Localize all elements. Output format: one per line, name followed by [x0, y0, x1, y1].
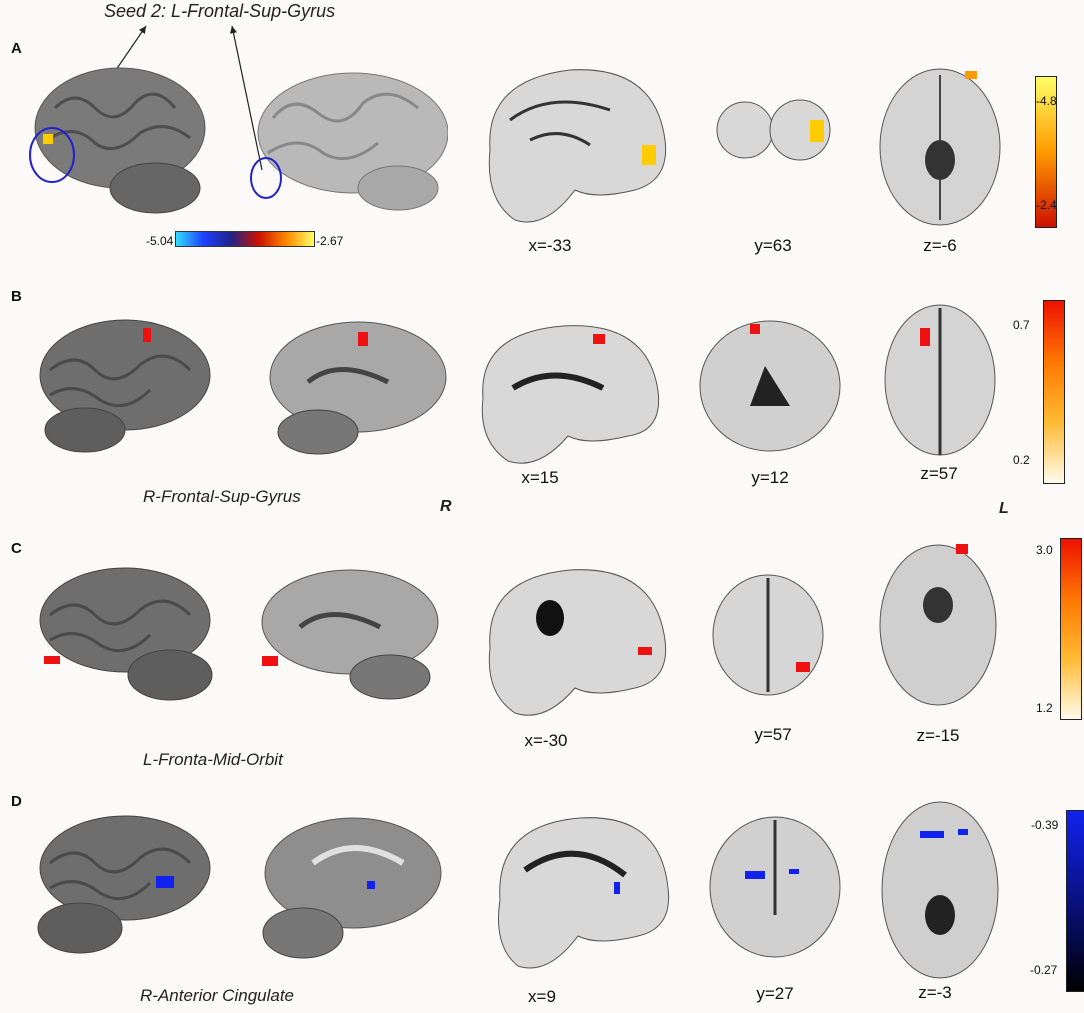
seed-label: Seed 2: L-Frontal-Sup-Gyrus	[104, 1, 336, 21]
panel-c-axial-slice	[879, 544, 997, 706]
panel-c-coord-y: y=57	[754, 725, 792, 744]
panel-d-colorbar-top: -0.39	[1031, 818, 1059, 832]
panel-d-axial-blob	[920, 831, 944, 838]
panel-b-sagittal-slice	[481, 325, 660, 464]
panel-d-colorbar	[1066, 810, 1084, 992]
panel-a-sagittal-blob	[642, 145, 656, 165]
panel-d-coord-y: y=27	[756, 984, 794, 1003]
panel-a-colorbar	[1035, 76, 1057, 228]
panel-c-lateral-blob	[44, 656, 60, 664]
panel-d-coronal-blob	[745, 871, 765, 879]
panel-a-axial-blob	[965, 71, 977, 79]
seed-color-scale	[175, 231, 315, 247]
panel-a-coord-x: x=-33	[528, 236, 572, 255]
panel-c-coord-x: x=-30	[524, 731, 568, 750]
seed-scale-max: -2.67	[316, 234, 344, 248]
panel-b-coord-y: y=12	[751, 468, 789, 487]
panel-d-lateral-brain	[37, 815, 211, 954]
panel-b-coronal-blob	[750, 324, 760, 334]
panel-b-axial-blob	[920, 328, 930, 346]
panel-b-coord-z: z=57	[920, 464, 958, 483]
panel-a-seed-circle-medial	[250, 157, 282, 199]
side-label-left: L	[999, 500, 1009, 517]
panel-letter-b: B	[11, 288, 22, 305]
panel-b-sagittal-blob	[593, 334, 605, 344]
panel-c-sagittal-slice	[488, 569, 667, 716]
panel-b-lateral-blob	[143, 328, 151, 342]
panel-b-coord-x: x=15	[521, 468, 559, 487]
panel-letter-c: C	[11, 540, 22, 557]
panel-a-axial-slice	[879, 68, 1001, 226]
panel-a-colorbar-top: -4.8	[1036, 94, 1057, 108]
panel-d-sagittal-slice	[497, 817, 670, 969]
panel-c-coord-z: z=-15	[916, 726, 960, 745]
panel-a-coronal-blob	[810, 120, 824, 142]
panel-a-coord-z: z=-6	[923, 236, 957, 255]
panel-d-colorbar-bottom: -0.27	[1030, 963, 1058, 977]
seed-scale-min: -5.04	[146, 234, 174, 248]
panel-a-medial-brain	[250, 72, 448, 211]
panel-c-medial-blob	[262, 656, 278, 666]
panel-a-sagittal-slice	[488, 69, 667, 223]
panel-b-colorbar-top: 0.7	[1013, 318, 1030, 332]
panel-d-coord-x: x=9	[528, 987, 556, 1006]
panel-b-lateral-brain	[39, 319, 211, 453]
panel-b-medial-blob	[358, 332, 368, 346]
panel-c-sagittal-blob	[638, 647, 652, 655]
panel-d-region: R-Anterior Cingulate	[140, 986, 295, 1005]
panel-d-axial-slice	[881, 801, 999, 979]
panel-b-coronal-slice	[699, 320, 841, 452]
side-label-right: R	[440, 498, 452, 515]
panel-c-axial-slice-front	[712, 574, 824, 696]
panel-c-coronal-blob	[796, 662, 810, 672]
panel-d-coord-z: z=-3	[918, 983, 952, 1002]
panel-c-medial-brain	[261, 569, 439, 700]
panel-letter-d: D	[11, 793, 22, 810]
panel-a-seed-blob	[43, 134, 53, 144]
panel-b-colorbar	[1043, 300, 1065, 484]
panel-b-medial-brain	[269, 321, 447, 455]
seed-arrow-right	[229, 25, 263, 171]
panel-a-seed-circle-lateral	[29, 127, 75, 183]
panel-d-coronal-slice	[709, 816, 841, 958]
panel-d-medial-brain	[262, 817, 442, 959]
panel-c-colorbar-top: 3.0	[1036, 543, 1053, 557]
panel-a-coronal-slice	[716, 99, 831, 161]
panel-c-lateral-brain	[39, 567, 213, 701]
panel-c-axial-blob	[956, 544, 968, 554]
panel-c-colorbar	[1060, 538, 1082, 720]
panel-letter-a: A	[11, 40, 22, 57]
panel-a-colorbar-bottom: -2.4	[1036, 198, 1057, 212]
panel-d-lateral-blob	[156, 876, 174, 888]
panel-d-medial-blob	[367, 881, 375, 889]
panel-c-colorbar-bottom: 1.2	[1036, 701, 1053, 715]
panel-b-colorbar-bottom: 0.2	[1013, 453, 1030, 467]
panel-c-region: L-Fronta-Mid-Orbit	[143, 750, 283, 769]
panel-b-axial-slice	[884, 304, 996, 456]
panel-a-coord-y: y=63	[754, 236, 792, 255]
panel-a-lateral-brain	[29, 67, 206, 214]
panel-b-region: R-Frontal-Sup-Gyrus	[143, 487, 301, 506]
panel-d-sagittal-blob	[614, 882, 620, 894]
